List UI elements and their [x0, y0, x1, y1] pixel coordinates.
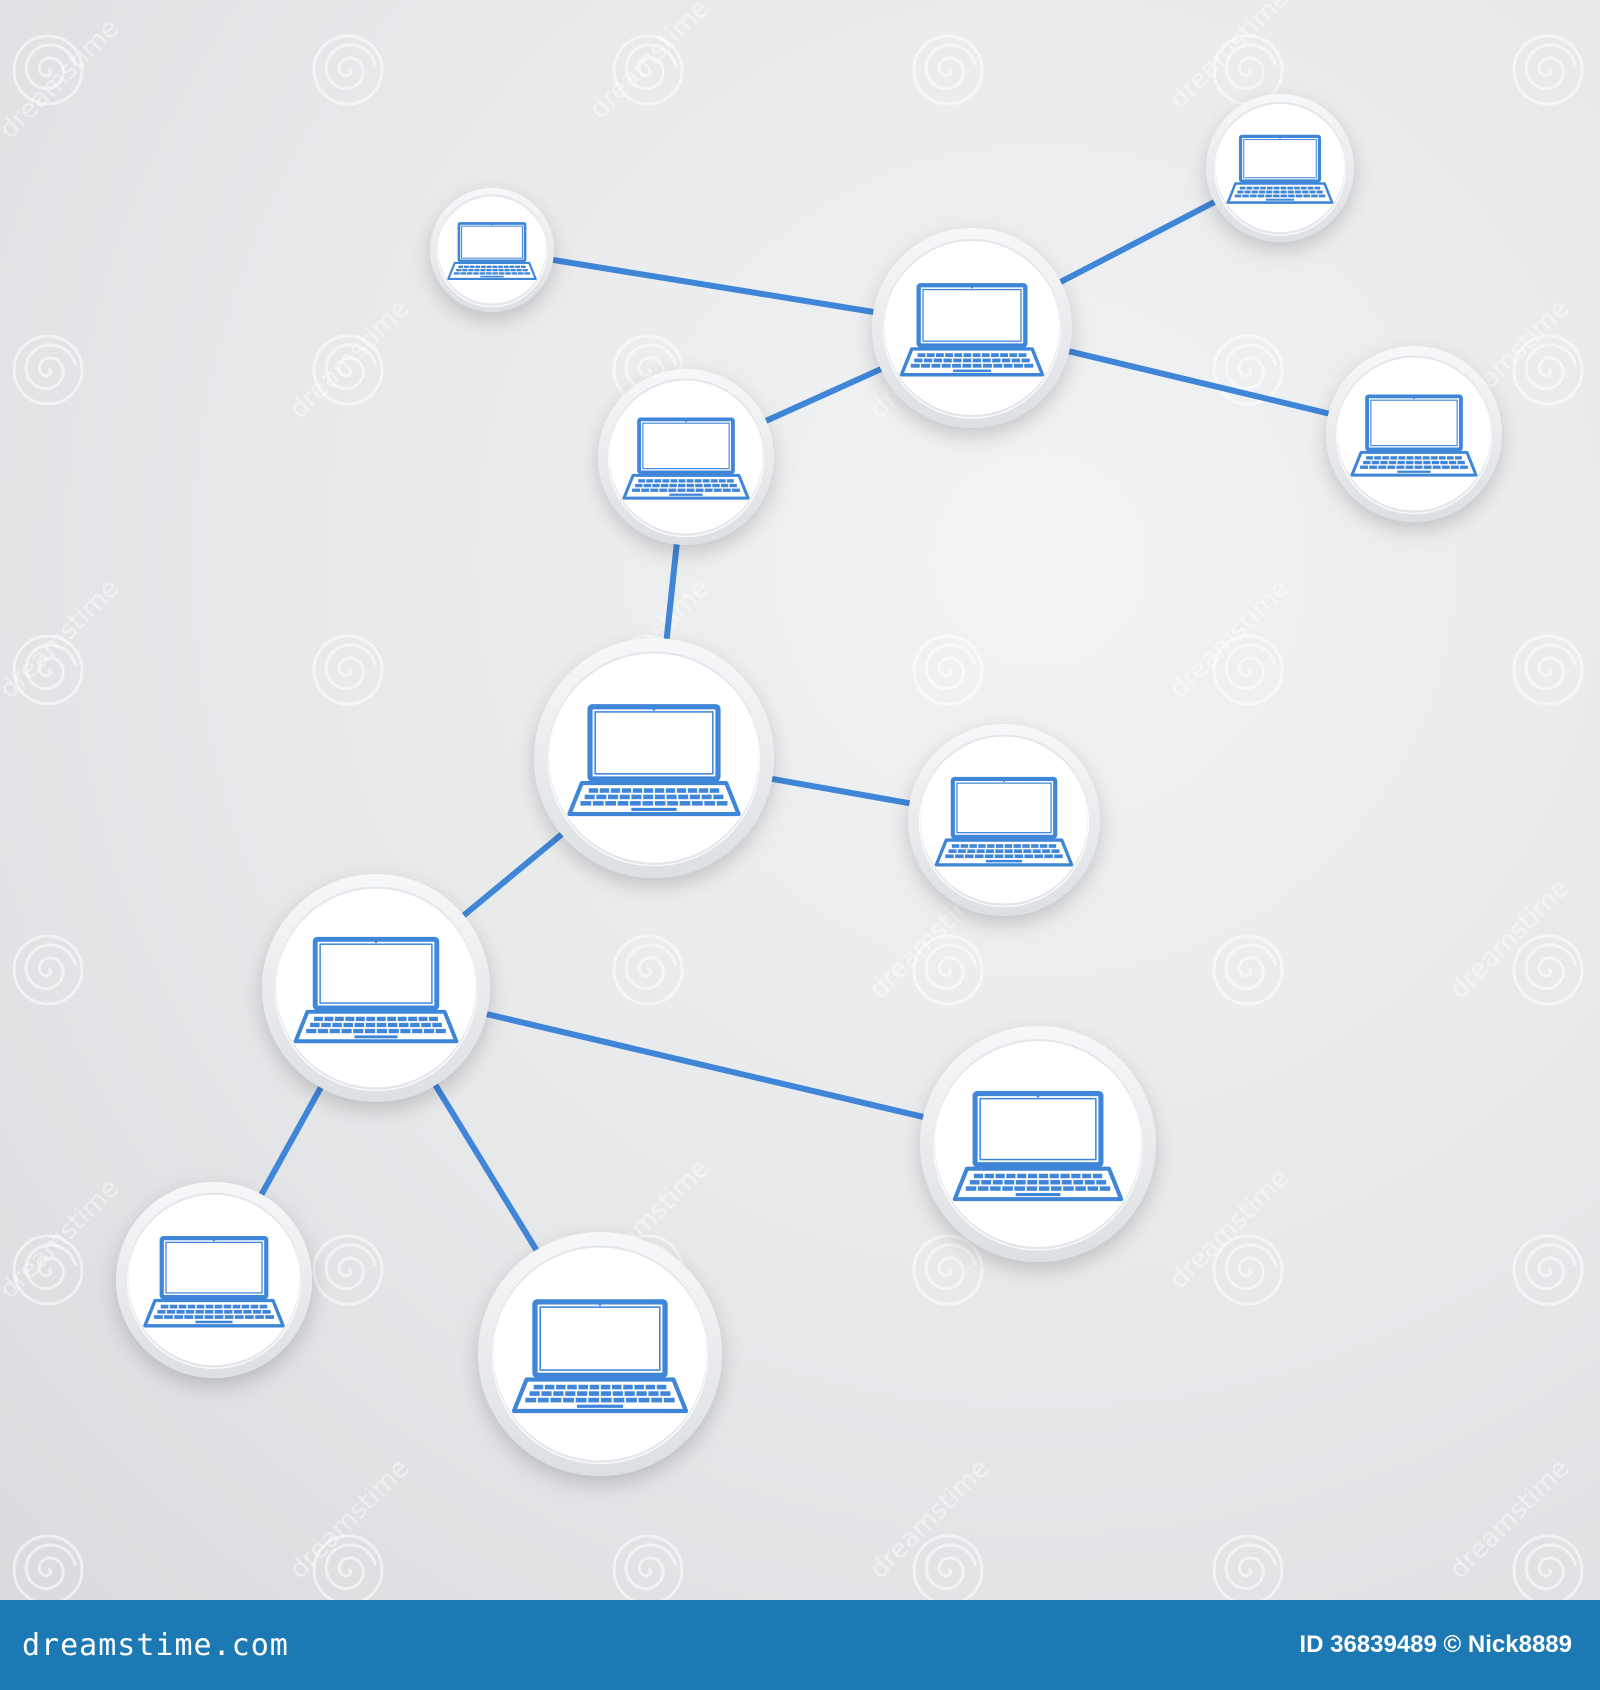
- spiral-logo-icon: [1212, 334, 1284, 406]
- spiral-logo-icon: [1512, 1234, 1584, 1306]
- spiral-logo-icon: [612, 934, 684, 1006]
- nodes-layer: [116, 94, 1502, 1476]
- laptop-icon: [952, 1091, 1124, 1202]
- spiral-logo-icon: [1212, 1234, 1284, 1306]
- spiral-logo-icon: [912, 934, 984, 1006]
- brand-logo: dreamstime.com: [22, 1628, 289, 1663]
- spiral-logo-icon: [312, 1234, 384, 1306]
- laptop-icon: [622, 417, 750, 500]
- spiral-logo-icon: [12, 34, 84, 106]
- spiral-logo-icon: [12, 334, 84, 406]
- laptop-icon: [143, 1236, 285, 1328]
- network-node: [116, 1182, 312, 1378]
- network-node: [598, 369, 774, 545]
- id-value: 36839489: [1330, 1631, 1437, 1658]
- network-node: [908, 724, 1100, 916]
- brand-text: dreamstime.com: [22, 1627, 289, 1663]
- spiral-logo-icon: [12, 1534, 84, 1600]
- author-name: Nick8889: [1467, 1631, 1572, 1658]
- laptop-icon: [1226, 134, 1334, 204]
- spiral-logo-icon: [612, 1534, 684, 1600]
- spiral-logo-icon: [612, 34, 684, 106]
- spiral-logo-icon: [1512, 34, 1584, 106]
- network-node: [1326, 346, 1502, 522]
- laptop-icon: [511, 1299, 689, 1414]
- network-node: [920, 1026, 1156, 1262]
- spiral-logo-icon: [12, 1234, 84, 1306]
- network-node: [872, 228, 1072, 428]
- laptop-icon: [899, 283, 1045, 377]
- network-diagram-svg: [116, 94, 1502, 1476]
- spiral-logo-icon: [12, 634, 84, 706]
- spiral-logo-icon: [312, 34, 384, 106]
- footer-bar: dreamstime.com ID 36839489 © Nick8889: [0, 1600, 1600, 1690]
- spiral-logo-icon: [1212, 1534, 1284, 1600]
- network-node: [262, 874, 490, 1102]
- spiral-logo-icon: [1512, 934, 1584, 1006]
- laptop-icon: [447, 222, 537, 281]
- links-layer: [211, 165, 1417, 1357]
- laptop-icon: [567, 704, 741, 817]
- spiral-logo-icon: [912, 634, 984, 706]
- laptop-icon: [934, 776, 1074, 867]
- spiral-logo-icon: [1512, 1534, 1584, 1600]
- spiral-logo-icon: [1212, 934, 1284, 1006]
- spiral-logo-icon: [1212, 634, 1284, 706]
- laptop-icon: [293, 936, 459, 1044]
- copyright-symbol: ©: [1443, 1631, 1462, 1658]
- spiral-logo-icon: [312, 634, 384, 706]
- image-credit: ID 36839489 © Nick8889: [1299, 1631, 1572, 1659]
- spiral-logo-icon: [1512, 634, 1584, 706]
- laptop-icon: [1350, 394, 1478, 477]
- network-node: [430, 188, 554, 312]
- network-node: [534, 638, 774, 878]
- network-node: [478, 1232, 722, 1476]
- spiral-logo-icon: [912, 34, 984, 106]
- spiral-logo-icon: [312, 334, 384, 406]
- id-label: ID: [1299, 1631, 1324, 1658]
- spiral-logo-icon: [1512, 334, 1584, 406]
- spiral-logo-icon: [912, 1234, 984, 1306]
- spiral-logo-icon: [12, 934, 84, 1006]
- spiral-logo-icon: [912, 1534, 984, 1600]
- network-node: [1206, 94, 1354, 242]
- spiral-logo-icon: [312, 1534, 384, 1600]
